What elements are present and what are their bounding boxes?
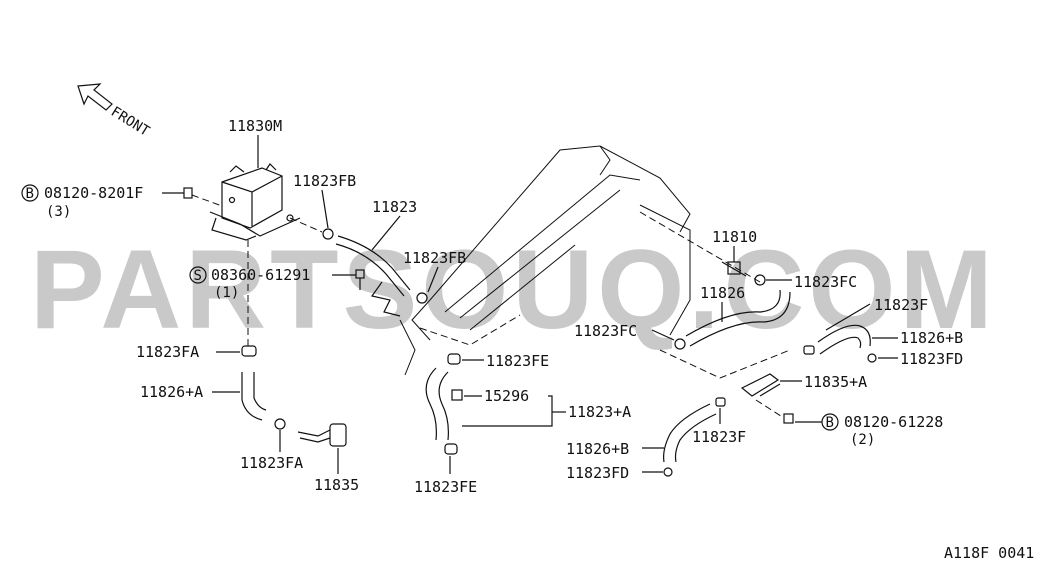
label-08120-8201F[interactable]: 08120-8201F bbox=[44, 184, 143, 202]
label-11826B-1[interactable]: 11826+B bbox=[900, 329, 963, 347]
leader-11823 bbox=[371, 215, 401, 251]
watermark-text: PARTSOUQ.COM bbox=[30, 227, 997, 352]
canister-11830M[interactable] bbox=[209, 163, 301, 241]
bolt-2-icon bbox=[783, 413, 794, 424]
label-11835[interactable]: 11835 bbox=[314, 476, 359, 494]
label-11823FA-2[interactable]: 11823FA bbox=[240, 454, 303, 472]
label-11826A[interactable]: 11826+A bbox=[140, 383, 203, 401]
clip-11823FA-2[interactable] bbox=[274, 418, 286, 430]
label-11823FE-2[interactable]: 11823FE bbox=[414, 478, 477, 496]
label-11835A[interactable]: 11835+A bbox=[804, 373, 867, 391]
valve-11810[interactable] bbox=[721, 261, 747, 277]
label-11823[interactable]: 11823 bbox=[372, 198, 417, 216]
label-11823F-1[interactable]: 11823F bbox=[874, 296, 928, 314]
clip-11823FC-1[interactable] bbox=[754, 274, 766, 286]
s-marker: S bbox=[194, 268, 202, 284]
valve-11835A[interactable] bbox=[740, 373, 781, 397]
dash-bolt-2 bbox=[755, 399, 785, 419]
bracket-11823A bbox=[462, 395, 553, 427]
b-bolt-marker-icon bbox=[21, 184, 39, 202]
s-screw-marker-icon bbox=[189, 266, 207, 284]
diagram-code: A118F 0041 bbox=[944, 544, 1034, 562]
label-11826[interactable]: 11826 bbox=[700, 284, 745, 302]
clip-11823FA-1[interactable] bbox=[241, 345, 257, 357]
label-11826B-2[interactable]: 11826+B bbox=[566, 440, 629, 458]
leader-11823FB-1 bbox=[321, 189, 329, 229]
label-11823FD-2[interactable]: 11823FD bbox=[566, 464, 629, 482]
leader-11823FC-2 bbox=[651, 329, 675, 341]
hose-11823[interactable] bbox=[337, 235, 411, 291]
bolt-icon bbox=[183, 187, 223, 207]
b-marker-2: B bbox=[826, 415, 834, 431]
qty-2: (2) bbox=[850, 432, 875, 448]
hose-11823A[interactable] bbox=[425, 367, 437, 441]
clip-11823FE-2[interactable] bbox=[444, 443, 458, 455]
fitting-15296[interactable] bbox=[451, 389, 463, 401]
label-11823FD-1[interactable]: 11823FD bbox=[900, 350, 963, 368]
hose-11826A[interactable] bbox=[241, 372, 263, 421]
label-11823FC-2[interactable]: 11823FC bbox=[574, 322, 637, 340]
label-15296[interactable]: 15296 bbox=[484, 387, 529, 405]
clip-11823F-2[interactable] bbox=[715, 397, 726, 407]
hose-11826[interactable] bbox=[685, 289, 781, 337]
valve-11835[interactable] bbox=[297, 423, 347, 447]
b-bolt-marker-2-icon bbox=[821, 413, 839, 431]
front-label: FRONT bbox=[108, 104, 153, 140]
clip-11823FE-1[interactable] bbox=[447, 353, 461, 365]
clip-11823FD-1[interactable] bbox=[867, 353, 877, 363]
front-arrow-icon bbox=[77, 83, 113, 111]
label-11823FA-1[interactable]: 11823FA bbox=[136, 343, 199, 361]
clip-11823FC-2[interactable] bbox=[674, 338, 686, 350]
dash-canister-hose bbox=[289, 217, 323, 233]
hose-11826B-1[interactable] bbox=[817, 324, 871, 347]
clip-11823FB-1[interactable] bbox=[322, 228, 334, 240]
label-11823FB-1[interactable]: 11823FB bbox=[293, 172, 356, 190]
label-11823A[interactable]: 11823+A bbox=[568, 403, 631, 421]
qty-3: (3) bbox=[46, 204, 71, 220]
clip-11823FD-2[interactable] bbox=[663, 467, 673, 477]
engine-outline bbox=[399, 145, 791, 379]
label-11823FC-1[interactable]: 11823FC bbox=[794, 273, 857, 291]
label-11823F-2[interactable]: 11823F bbox=[692, 428, 746, 446]
leader-11823FB-2 bbox=[427, 266, 439, 293]
screw-icon bbox=[355, 269, 365, 290]
leader-11823F-1 bbox=[825, 303, 871, 331]
hose-11826B-2[interactable] bbox=[663, 403, 711, 463]
label-08120-61228[interactable]: 08120-61228 bbox=[844, 413, 943, 431]
b-marker-1: B bbox=[26, 186, 34, 202]
label-11830M[interactable]: 11830M bbox=[228, 117, 282, 135]
label-11810[interactable]: 11810 bbox=[712, 228, 757, 246]
clip-11823F-1[interactable] bbox=[803, 345, 815, 355]
label-08360-61291[interactable]: 08360-61291 bbox=[211, 266, 310, 284]
label-11823FB-2[interactable]: 11823FB bbox=[403, 249, 466, 267]
qty-1: (1) bbox=[214, 285, 239, 301]
clip-11823FB-2[interactable] bbox=[416, 292, 428, 304]
label-11823FE-1[interactable]: 11823FE bbox=[486, 352, 549, 370]
